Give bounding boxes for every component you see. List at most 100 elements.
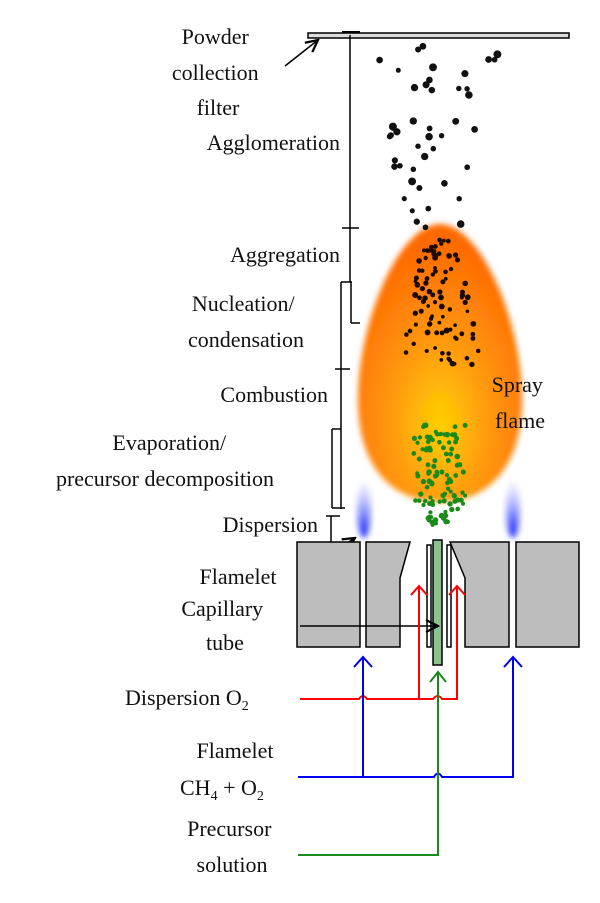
particle-dot: [434, 469, 440, 475]
particle-dot: [470, 320, 477, 327]
particle-dot: [427, 248, 432, 253]
particle-dot: [412, 310, 418, 316]
particle-dot: [408, 177, 417, 186]
particle-dot: [433, 266, 437, 270]
particle-dot: [397, 162, 403, 169]
particle-dot: [454, 463, 460, 468]
droplets: [411, 422, 468, 527]
particle-dot: [437, 289, 443, 295]
particle-dot: [432, 300, 438, 305]
particle-dot: [432, 249, 437, 254]
particle-dot: [475, 348, 481, 354]
label-combustion: Combustion: [220, 382, 328, 407]
particle-dot: [459, 331, 465, 337]
particle-dot: [424, 484, 430, 490]
particle-dot: [454, 257, 461, 263]
particle-dot: [431, 463, 437, 470]
label-flamelet-gas: CH4 + O2: [180, 775, 264, 804]
particle-dot: [416, 184, 423, 192]
particle-dot: [421, 502, 426, 508]
particle-dot: [440, 314, 445, 319]
particle-dot: [420, 447, 425, 452]
particle-dot: [440, 279, 446, 285]
label-dispersion: Dispersion: [223, 512, 318, 537]
particle-dot: [439, 241, 444, 246]
particle-dot: [443, 451, 449, 457]
particle-dot: [391, 163, 398, 170]
particle-dot: [441, 498, 447, 504]
particle-dot: [445, 519, 450, 524]
particle-dot: [437, 439, 442, 445]
label-dispersion-o2: Dispersion O2: [125, 685, 249, 714]
particle-dot: [411, 435, 417, 441]
label-flamelet: Flamelet: [200, 564, 277, 589]
particle-dot: [415, 440, 420, 445]
particle-dot: [444, 431, 450, 438]
particle-dot: [424, 348, 429, 354]
label-precursor: Precursor solution: [187, 816, 277, 877]
particle-dot: [413, 498, 418, 503]
particle-dot: [411, 451, 417, 456]
particle-dot: [452, 498, 458, 504]
spray-flame: [358, 224, 522, 502]
particle-dot: [464, 86, 470, 92]
particle-dot: [445, 486, 451, 491]
particle-dot: [461, 70, 469, 78]
particle-dot: [425, 515, 431, 521]
particle-dot: [420, 478, 427, 485]
flamelet-left: [356, 482, 372, 538]
particle-dot: [416, 498, 422, 503]
particle-dot: [432, 458, 438, 464]
particle-dot: [433, 244, 438, 249]
particle-dot: [426, 125, 433, 132]
particle-dot: [459, 295, 464, 300]
particle-dot: [453, 252, 459, 258]
particle-dot: [464, 164, 471, 171]
particle-dot: [446, 440, 452, 445]
particle-dot: [393, 128, 401, 136]
particle-dot: [426, 76, 433, 84]
particle-dot: [418, 491, 424, 497]
particle-dot: [453, 323, 457, 328]
particle-dot: [493, 50, 502, 59]
label-evaporation: Evaporation/ precursor decomposition: [56, 430, 274, 491]
particle-dot: [432, 473, 439, 479]
particle-dot: [428, 316, 434, 321]
particle-dot: [421, 152, 429, 161]
particle-dot: [445, 458, 451, 463]
particle-dot: [438, 133, 445, 139]
particle-dot: [426, 471, 431, 476]
particle-dot: [404, 332, 409, 337]
label-flamelet-gas-title: Flamelet: [197, 738, 274, 763]
particle-dot: [446, 253, 452, 259]
particle-dot: [491, 56, 498, 63]
particle-dot: [425, 205, 432, 212]
particle-dot: [453, 473, 459, 478]
particle-dot: [415, 471, 420, 476]
particle-dot: [469, 361, 475, 368]
particle-dot: [421, 248, 427, 253]
label-capillary: Capillary tube: [181, 596, 268, 655]
particle-dot: [428, 495, 433, 500]
particle-dot: [447, 307, 453, 312]
particle-dot: [437, 499, 442, 504]
particle-dot: [437, 432, 442, 437]
particle-dot: [446, 351, 451, 356]
particle-dot: [415, 46, 422, 53]
particle-dot: [444, 472, 450, 478]
particle-dot: [442, 491, 448, 496]
particle-dot: [412, 292, 419, 298]
particle-dot: [443, 276, 448, 281]
particle-dot: [441, 179, 448, 187]
particle-dot: [462, 299, 468, 306]
particle-dot: [460, 490, 465, 495]
particle-dot: [453, 424, 458, 429]
particle-dot: [449, 506, 455, 513]
dispersion-o2-line: [300, 584, 466, 700]
particle-dot: [426, 479, 432, 485]
particle-dot: [418, 308, 424, 314]
particle-dot: [376, 56, 383, 64]
particle-dot: [453, 335, 458, 340]
stage-brackets: [326, 35, 360, 545]
